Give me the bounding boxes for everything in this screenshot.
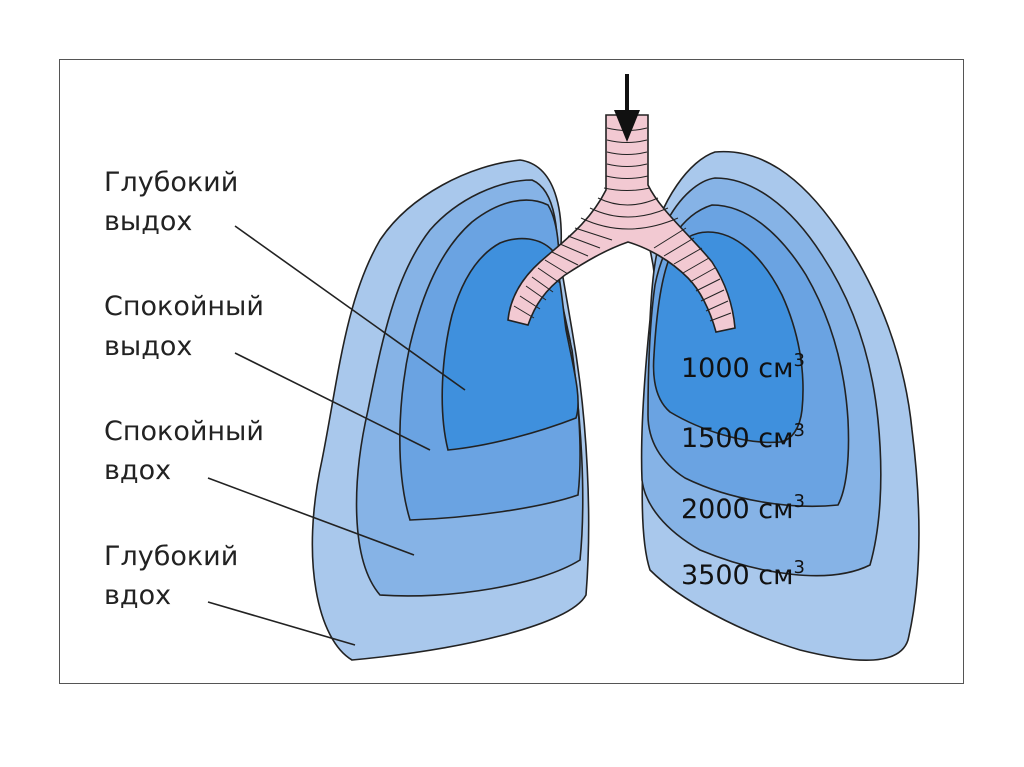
volume-labels: 1000 см3 1500 см3 2000 см3 3500 см3	[681, 350, 805, 591]
label-deep-exhale-line1: Глубокий	[104, 167, 238, 198]
volume-unit-superscript: 3	[794, 557, 805, 578]
leader-lines	[207, 225, 466, 646]
trachea-body	[507, 114, 736, 333]
trachea	[507, 114, 736, 333]
trachea-rings	[513, 127, 732, 322]
volume-value: 2000 см	[681, 494, 794, 525]
label-calm-exhale-line2: выдох	[104, 331, 192, 362]
volume-unit-superscript: 3	[794, 420, 805, 441]
volume-label-1000: 1000 см3	[681, 350, 805, 384]
volume-label-2000: 2000 см3	[681, 491, 805, 525]
leader-deep-exhale	[234, 225, 466, 391]
label-calm-inhale-line2: вдох	[104, 455, 171, 486]
label-calm-inhale-line1: Спокойный	[104, 416, 264, 447]
zone-labels: Глубокий выдох Спокойный выдох Спокойный…	[104, 167, 264, 611]
leader-calm-exhale	[234, 352, 431, 451]
leader-deep-inhale	[207, 601, 356, 646]
volume-unit-superscript: 3	[794, 491, 805, 512]
volume-value: 3500 см	[681, 560, 794, 591]
volume-value: 1000 см	[681, 353, 794, 384]
label-deep-exhale-line2: выдох	[104, 206, 192, 237]
volume-unit-superscript: 3	[794, 350, 805, 371]
left-lung	[311, 159, 590, 661]
volume-label-3500: 3500 см3	[681, 557, 805, 591]
right-lung-deep-exhale-zone	[652, 231, 804, 444]
down-arrow-icon	[614, 74, 640, 142]
label-deep-inhale-line1: Глубокий	[104, 541, 238, 572]
leader-calm-inhale	[207, 477, 415, 556]
volume-label-1500: 1500 см3	[681, 420, 805, 454]
volume-value: 1500 см	[681, 423, 794, 454]
label-calm-exhale-line1: Спокойный	[104, 291, 264, 322]
label-deep-inhale-line2: вдох	[104, 580, 171, 611]
